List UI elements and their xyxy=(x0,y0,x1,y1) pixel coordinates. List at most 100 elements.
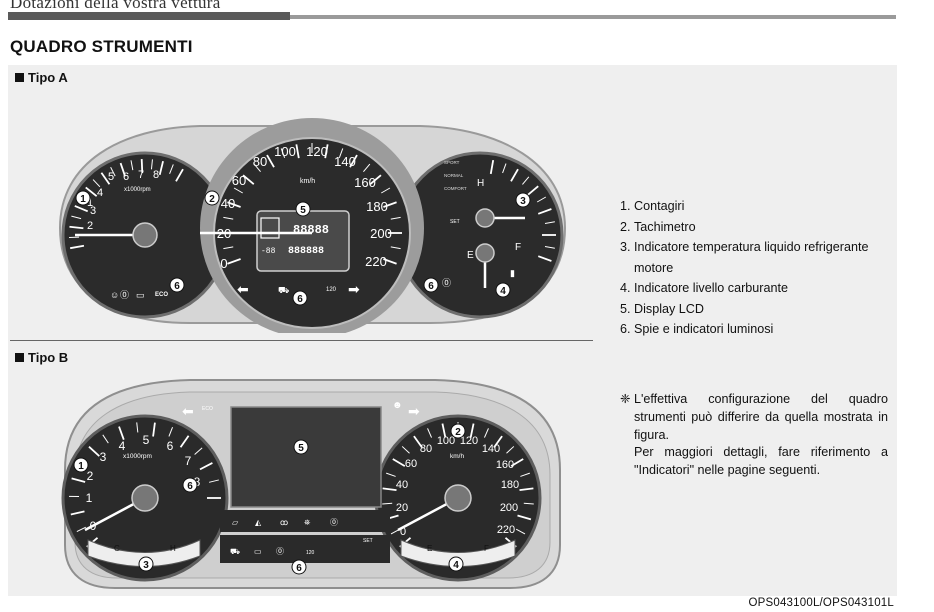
callout-a-6r: 6 xyxy=(428,281,434,292)
bullet-square-icon xyxy=(15,353,24,362)
callout-b-6l-marker xyxy=(182,477,198,493)
speedo-b-number: 60 xyxy=(405,458,417,470)
brake-warning-icon: ⓪ xyxy=(120,290,129,300)
speedo-a-number: 100 xyxy=(274,144,296,159)
speedo-a-tick xyxy=(223,246,234,250)
legend-text: Display LCD xyxy=(634,301,704,316)
section-divider xyxy=(10,340,593,341)
tacho-a-number: 3 xyxy=(90,205,96,217)
tacho-b-number: 7 xyxy=(185,454,192,468)
speedo-b-number: 200 xyxy=(500,502,518,514)
callout-b-6l: 6 xyxy=(187,481,193,492)
speedo-b-tick xyxy=(413,435,423,449)
callout-a-3-marker xyxy=(515,192,531,208)
speedo-a-tick xyxy=(383,201,397,208)
fuel-b-band xyxy=(400,539,516,567)
speedo-b-tick xyxy=(519,487,534,492)
callout-b-1: 1 xyxy=(78,461,84,472)
mode-a-comfort: COMFORT xyxy=(444,186,467,191)
speedo-a-ticks xyxy=(222,143,402,265)
speedo-b-tick xyxy=(520,472,530,477)
speedo-b-number: 220 xyxy=(497,524,515,536)
turn-left-arrow-icon: ⬅ xyxy=(182,403,194,419)
callout-b-5: 5 xyxy=(298,443,304,454)
speedo-b-tick xyxy=(510,458,524,467)
callout-b-3-marker xyxy=(138,556,154,572)
temp-fuel-a-ticks xyxy=(489,159,556,262)
type-b-heading: Tipo B xyxy=(15,350,68,365)
legend-num: 3. xyxy=(620,240,631,254)
tacho-b-tick xyxy=(70,510,85,516)
speedo-a-number: 60 xyxy=(232,173,246,188)
callout-b-4: 4 xyxy=(453,560,459,571)
speedo-b-number: 20 xyxy=(396,502,408,514)
speedo-a-number: 40 xyxy=(221,196,235,211)
fuel-a-empty-label: E xyxy=(467,250,474,261)
tacho-b-tick xyxy=(199,462,213,471)
speedo-b-number: 180 xyxy=(501,479,519,491)
legend-item: 2.Tachimetro xyxy=(620,217,892,238)
speedo-b-tick xyxy=(427,428,432,438)
speedo-a-number: 180 xyxy=(366,199,388,214)
door-ajar-b-icon: ⛟ xyxy=(230,547,240,556)
speedo-a-tick xyxy=(349,154,358,168)
callout-a-2: 2 xyxy=(209,194,215,205)
callout-a-2-marker xyxy=(204,190,220,206)
speedo-a-unit-label: km/h xyxy=(300,178,315,185)
tacho-a-number: 6 xyxy=(123,171,129,183)
traction-control-icon: ⛯ xyxy=(304,518,311,527)
speedo-b-number: 160 xyxy=(496,459,514,471)
legend-text: Indicatore temperatura liquido refrigera… xyxy=(634,240,869,275)
tacho-b-unit-label: x1000rpm xyxy=(123,453,152,460)
speedo-b-tick xyxy=(386,472,396,477)
tacho-b-number: 5 xyxy=(143,433,150,447)
lcd-a-outside-temp: -88 xyxy=(261,247,276,256)
tacho-b-tick xyxy=(76,526,87,533)
speedo-a-tick xyxy=(363,163,371,173)
legend-text: Indicatore livello carburante xyxy=(634,281,789,295)
tacho-b-tick xyxy=(88,445,100,457)
oil-pressure-icon: ▱ xyxy=(232,518,239,527)
speedo-b-hub xyxy=(444,484,472,512)
tacho-b-tick xyxy=(168,426,174,437)
speedo-b-tick xyxy=(401,446,410,454)
callout-a-6c-marker xyxy=(292,290,308,306)
seatbelt-icon: ☺ xyxy=(110,290,119,300)
speedo-b-tick xyxy=(515,528,526,535)
legend-item: 4.Indicatore livello carburante xyxy=(620,278,892,299)
tacho-b-tick xyxy=(118,426,125,441)
legend-list: 1.Contagiri 2.Tachimetro 3.Indicatore te… xyxy=(620,196,892,340)
tacho-a-tick xyxy=(175,168,184,182)
temp-fuel-a-tick xyxy=(544,245,555,249)
speedo-a-tick xyxy=(223,216,234,220)
check-engine-icon: ◭ xyxy=(255,518,262,527)
legend-text: Spie e indicatori luminosi xyxy=(634,322,774,336)
tacho-a-tick xyxy=(158,160,164,175)
temp-fuel-a-tick xyxy=(537,255,552,262)
brake-b-icon: ⓪ xyxy=(276,547,284,556)
door-ajar-icon: ⛟ xyxy=(278,285,289,295)
tacho-b-tick xyxy=(194,447,203,455)
tacho-b-number: 8 xyxy=(194,475,201,489)
tacho-a-tick xyxy=(92,179,101,188)
header-rule xyxy=(290,15,896,19)
airbag-icon: ☻ xyxy=(392,400,403,411)
tacho-a-ticks xyxy=(69,159,184,250)
tacho-a-number: 5 xyxy=(108,171,114,183)
callout-a-4: 4 xyxy=(500,286,506,297)
speedo-b-tick xyxy=(382,487,397,492)
speed-limit-b-label: 120 xyxy=(306,550,315,556)
tacho-b-hub xyxy=(131,484,159,512)
legend-num: 6. xyxy=(620,322,631,336)
callout-a-4-marker xyxy=(495,282,511,298)
speedo-a-tick xyxy=(280,148,286,158)
callout-a-6c: 6 xyxy=(297,294,303,305)
speedo-b-tick xyxy=(517,514,532,521)
note-text-2: Per maggiori dettagli, fare riferimento … xyxy=(634,445,888,478)
bullet-square-icon xyxy=(15,73,24,82)
callout-a-5-marker xyxy=(295,201,311,217)
speedo-b-number: 120 xyxy=(460,435,478,447)
speedo-b-tick xyxy=(392,458,406,467)
tacho-a-number: 4 xyxy=(97,187,103,199)
temp-fuel-a-tick xyxy=(489,159,495,175)
